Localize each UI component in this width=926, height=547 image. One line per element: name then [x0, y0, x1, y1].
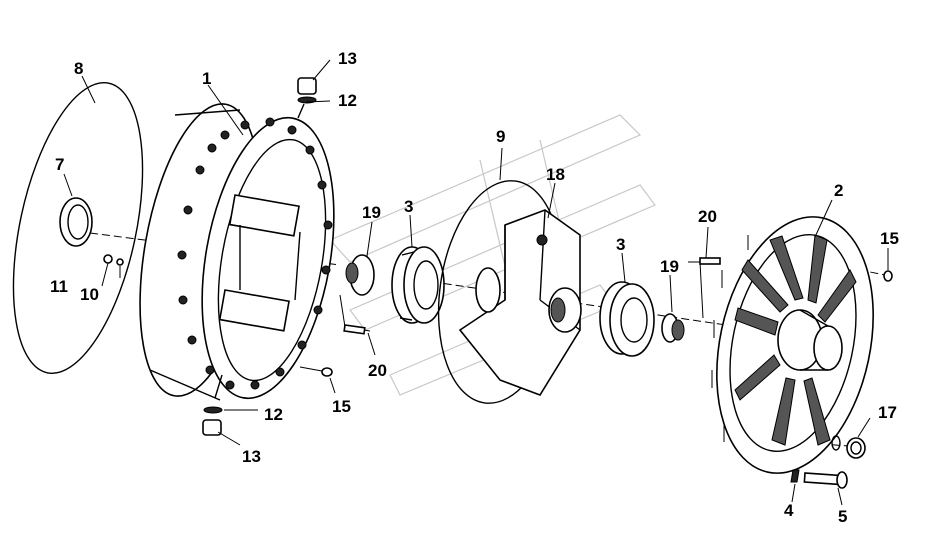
rotor: [458, 209, 582, 396]
washer-4: [790, 469, 800, 483]
plug-top: [297, 77, 317, 119]
leader-lines: [63, 59, 889, 506]
label-13-bottom: 13: [242, 447, 261, 466]
label-15-left: 15: [332, 397, 351, 416]
label-20-right: 20: [698, 207, 717, 226]
small-plug-washer: [103, 254, 124, 266]
seal-ring: [59, 197, 93, 247]
bolt-15-left: [299, 366, 333, 377]
label-8: 8: [74, 59, 83, 78]
label-10: 10: [80, 285, 99, 304]
label-12-top: 12: [338, 91, 357, 110]
bearing-left: [391, 246, 445, 324]
label-17: 17: [878, 403, 897, 422]
label-13-top: 13: [338, 49, 357, 68]
cover-studs: [711, 235, 749, 442]
label-3-left: 3: [404, 197, 413, 216]
label-9: 9: [496, 127, 505, 146]
bolt-15-right: [883, 270, 893, 282]
label-7: 7: [55, 155, 64, 174]
hub-right: [661, 313, 685, 343]
label-15-right: 15: [880, 229, 899, 248]
label-3-right: 3: [616, 235, 625, 254]
label-1: 1: [202, 69, 211, 88]
label-12-bottom: 12: [264, 405, 283, 424]
label-19-left: 19: [362, 203, 381, 222]
bolt-5: [803, 471, 848, 489]
cover-ribs: [734, 234, 857, 446]
pin-left: [339, 294, 371, 335]
pin-right: [688, 257, 721, 319]
label-20-left: 20: [368, 361, 387, 380]
callout-labels: 8 7 1 13 12 9 18 19 3 3 2 15 20 19 11 10…: [50, 49, 899, 526]
housing: [139, 103, 335, 401]
hub-left: [345, 254, 375, 296]
housing-bolt-circle: [177, 117, 333, 390]
label-5: 5: [838, 507, 847, 526]
cover: [711, 216, 874, 474]
label-19-right: 19: [660, 257, 679, 276]
label-18: 18: [546, 165, 565, 184]
bearing-right: [599, 281, 655, 357]
label-2: 2: [834, 181, 843, 200]
label-4: 4: [784, 501, 794, 520]
label-11: 11: [50, 277, 68, 296]
o-ring-large: [12, 82, 144, 374]
nut-17: [831, 435, 866, 459]
plug-bottom: [202, 374, 223, 436]
